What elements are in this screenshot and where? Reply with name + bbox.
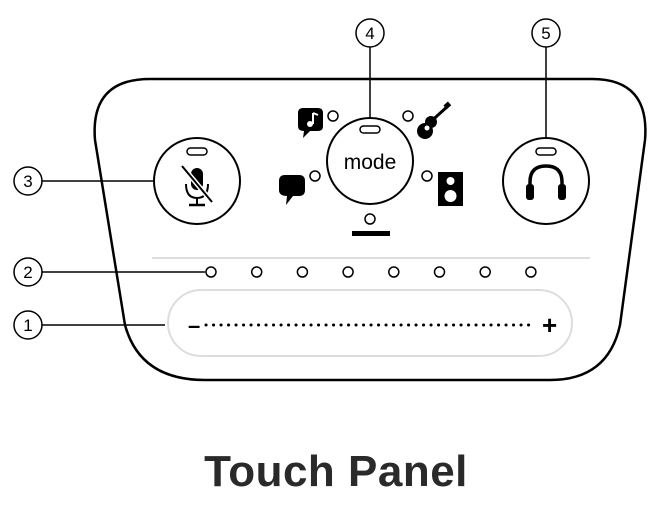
headphone-button[interactable] [502,137,590,225]
led-meter-row [205,266,537,278]
guitar-icon [417,101,452,139]
meter-led [479,266,491,278]
caption-title: Touch Panel [204,447,468,496]
speech-bubble-icon [279,175,305,205]
callout-4: 4 [355,18,385,118]
mic-mute-button[interactable] [153,137,241,225]
mode-button[interactable]: mode [326,117,414,205]
meter-led [296,266,309,278]
speaker-icon [438,172,463,206]
callout-3: 3 [13,166,154,196]
meter-led [342,266,354,278]
headphone-icon [526,164,566,200]
svg-text:2: 2 [23,263,32,282]
mode-led-speech [309,170,321,182]
meter-led [388,266,400,278]
flat-line-icon [352,231,390,236]
volume-slider[interactable]: – + [167,289,573,357]
singing-icon [298,108,323,138]
meter-led [205,266,217,278]
callout-1: 1 [13,310,165,340]
mode-led-guitar [402,110,414,122]
svg-text:5: 5 [541,24,550,43]
meter-led [433,266,446,278]
svg-text:1: 1 [23,316,32,335]
mode-led-speaker [421,170,433,182]
callout-2: 2 [13,257,205,287]
slider-minus-label: – [188,313,200,338]
slider-plus-label: + [542,310,557,340]
svg-text:3: 3 [23,172,32,191]
meter-led [525,266,537,278]
mode-led-singing [327,110,339,122]
meter-led [250,266,263,278]
mode-led-flat [364,213,376,225]
svg-text:4: 4 [365,24,374,43]
mic-mute-icon [180,164,214,207]
callout-5: 5 [531,18,561,138]
mode-label: mode [344,151,397,174]
